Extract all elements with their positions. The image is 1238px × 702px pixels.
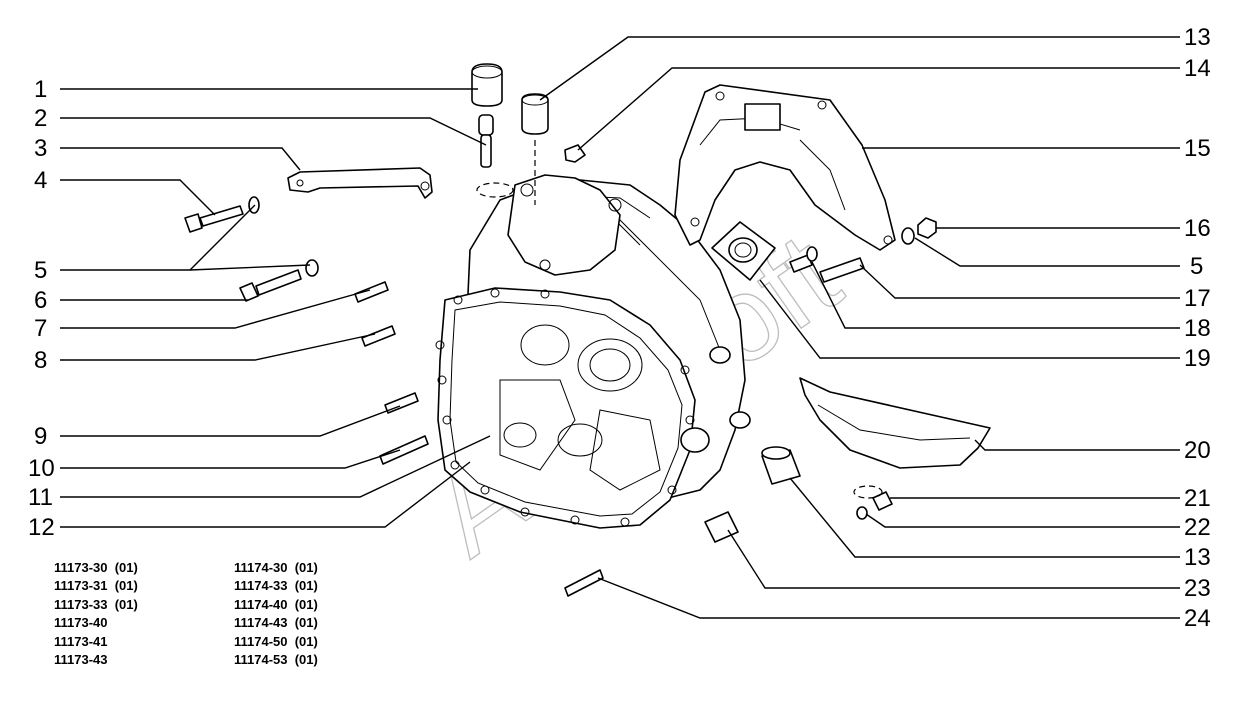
callout-2: 2 [34, 105, 47, 132]
part-20-shield [799, 377, 991, 469]
callout-24: 24 [1184, 605, 1211, 632]
part-5-washer [305, 259, 319, 277]
gearbox-housing [435, 174, 751, 529]
part-23-dowel [704, 511, 739, 543]
callout-22: 22 [1184, 514, 1211, 541]
model-code: 11174-50 (01) [234, 633, 318, 649]
callout-5: 5 [34, 257, 47, 284]
callout-14: 14 [1184, 55, 1211, 82]
part-13-bushing-top [521, 93, 549, 205]
part-2-sleeve [476, 114, 514, 198]
callout-12: 12 [28, 514, 55, 541]
callouts-right: 13 14 15 16 5 17 18 19 20 21 22 13 23 24 [1184, 24, 1211, 632]
callout-5-right: 5 [1190, 253, 1203, 280]
model-code: 11173-40 [54, 615, 108, 631]
part-17-stud [819, 257, 865, 283]
part-14-clip [564, 144, 586, 163]
callout-13: 13 [1184, 24, 1211, 51]
model-code: 11173-41 [54, 633, 108, 649]
callout-13-lower: 13 [1184, 544, 1211, 571]
callout-3: 3 [34, 135, 47, 162]
leader-lines [60, 36, 1180, 619]
part-3-bracket [287, 167, 433, 199]
callout-1: 1 [34, 76, 47, 103]
callout-21: 21 [1184, 485, 1211, 512]
part-22-washer [856, 506, 868, 520]
callouts-left: 1 2 3 4 5 6 7 8 9 10 11 12 [28, 76, 55, 541]
part-19-flange [711, 221, 776, 281]
model-code: 11174-30 (01) [234, 560, 318, 575]
callout-19: 19 [1184, 345, 1211, 372]
callout-6: 6 [34, 287, 47, 314]
model-code: 11174-40 (01) [234, 596, 318, 612]
callout-9: 9 [34, 423, 47, 450]
part-6-bolt [239, 269, 302, 302]
callout-7: 7 [34, 315, 47, 342]
model-code: 11174-43 (01) [234, 615, 318, 631]
callout-23: 23 [1184, 575, 1211, 602]
model-codes-column-2: 11174-30 (01) 11174-33 (01) 11174-40 (01… [234, 559, 318, 669]
part-4-bolt [184, 196, 260, 233]
callout-20: 20 [1184, 437, 1211, 464]
callout-15: 15 [1184, 135, 1211, 162]
part-1-cap [471, 63, 503, 107]
callout-18: 18 [1184, 315, 1211, 342]
model-code: 11173-43 [54, 651, 108, 667]
model-code: 11174-53 (01) [234, 651, 318, 667]
model-code: 11173-30 (01) [54, 560, 138, 575]
part-16-nut [901, 217, 937, 245]
model-code: 11173-31 (01) [54, 578, 138, 594]
callout-16: 16 [1184, 215, 1211, 242]
callout-8: 8 [34, 347, 47, 374]
part-18-bolt [789, 246, 818, 273]
callout-11: 11 [28, 484, 53, 511]
model-code: 11173-33 (01) [54, 596, 138, 612]
callout-17: 17 [1184, 285, 1211, 312]
model-code: 11174-33 (01) [234, 578, 318, 594]
part-15-cover-plate [674, 84, 896, 251]
callout-4: 4 [34, 167, 47, 194]
part-13-bushing-lower [761, 446, 801, 485]
model-codes-column-1: 11173-30 (01) 11173-31 (01) 11173-33 (01… [54, 559, 138, 669]
callout-10: 10 [28, 455, 55, 482]
part-21-bolt [853, 485, 893, 511]
